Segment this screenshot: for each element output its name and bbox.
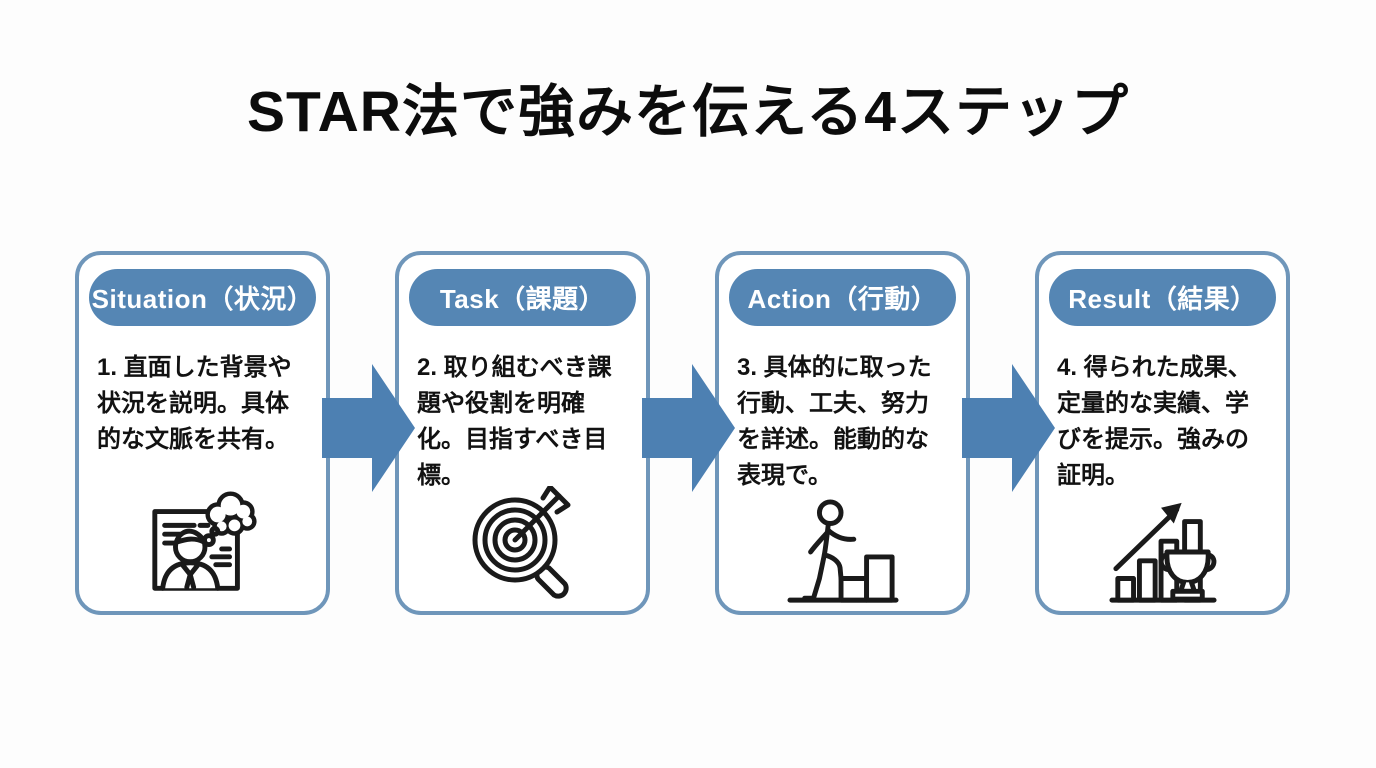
right-arrow-icon xyxy=(642,364,735,492)
step-description-action: 3. 具体的に取った行動、工夫、努力を詳述。能動的な表現で。 xyxy=(737,354,932,489)
step-header-situation: Situation（状況） xyxy=(89,269,316,326)
step-description-task: 2. 取り組むべき課題や役割を明確化。目指すべき目標。 xyxy=(417,354,612,489)
person-presentation-thought-icon xyxy=(79,488,326,606)
step-header-result: Result（結果） xyxy=(1049,269,1276,326)
step-description-result: 4. 得られた成果、定量的な実績、学びを提示。強みの証明。 xyxy=(1057,354,1252,489)
right-arrow-icon xyxy=(322,364,415,492)
step-header-task: Task（課題） xyxy=(409,269,636,326)
step-card-task: Task（課題） 2. 取り組むべき課題や役割を明確化。目指すべき目標。 xyxy=(395,251,650,615)
growth-chart-trophy-icon xyxy=(1039,496,1286,606)
step-description-situation: 1. 直面した背景や状況を説明。具体的な文脈を共有。 xyxy=(97,354,292,453)
target-dart-magnifier-icon xyxy=(399,486,646,606)
step-card-situation: Situation（状況） 1. 直面した背景や状況を説明。具体的な文脈を共有。 xyxy=(75,251,330,615)
person-climbing-steps-icon xyxy=(719,496,966,606)
step-header-action: Action（行動） xyxy=(729,269,956,326)
diagram-title: STAR法で強みを伝える4ステップ xyxy=(247,80,1129,144)
step-card-action: Action（行動） 3. 具体的に取った行動、工夫、努力を詳述。能動的な表現で… xyxy=(715,251,970,615)
right-arrow-icon xyxy=(962,364,1055,492)
step-card-result: Result（結果） 4. 得られた成果、定量的な実績、学びを提示。強みの証明。 xyxy=(1035,251,1290,615)
